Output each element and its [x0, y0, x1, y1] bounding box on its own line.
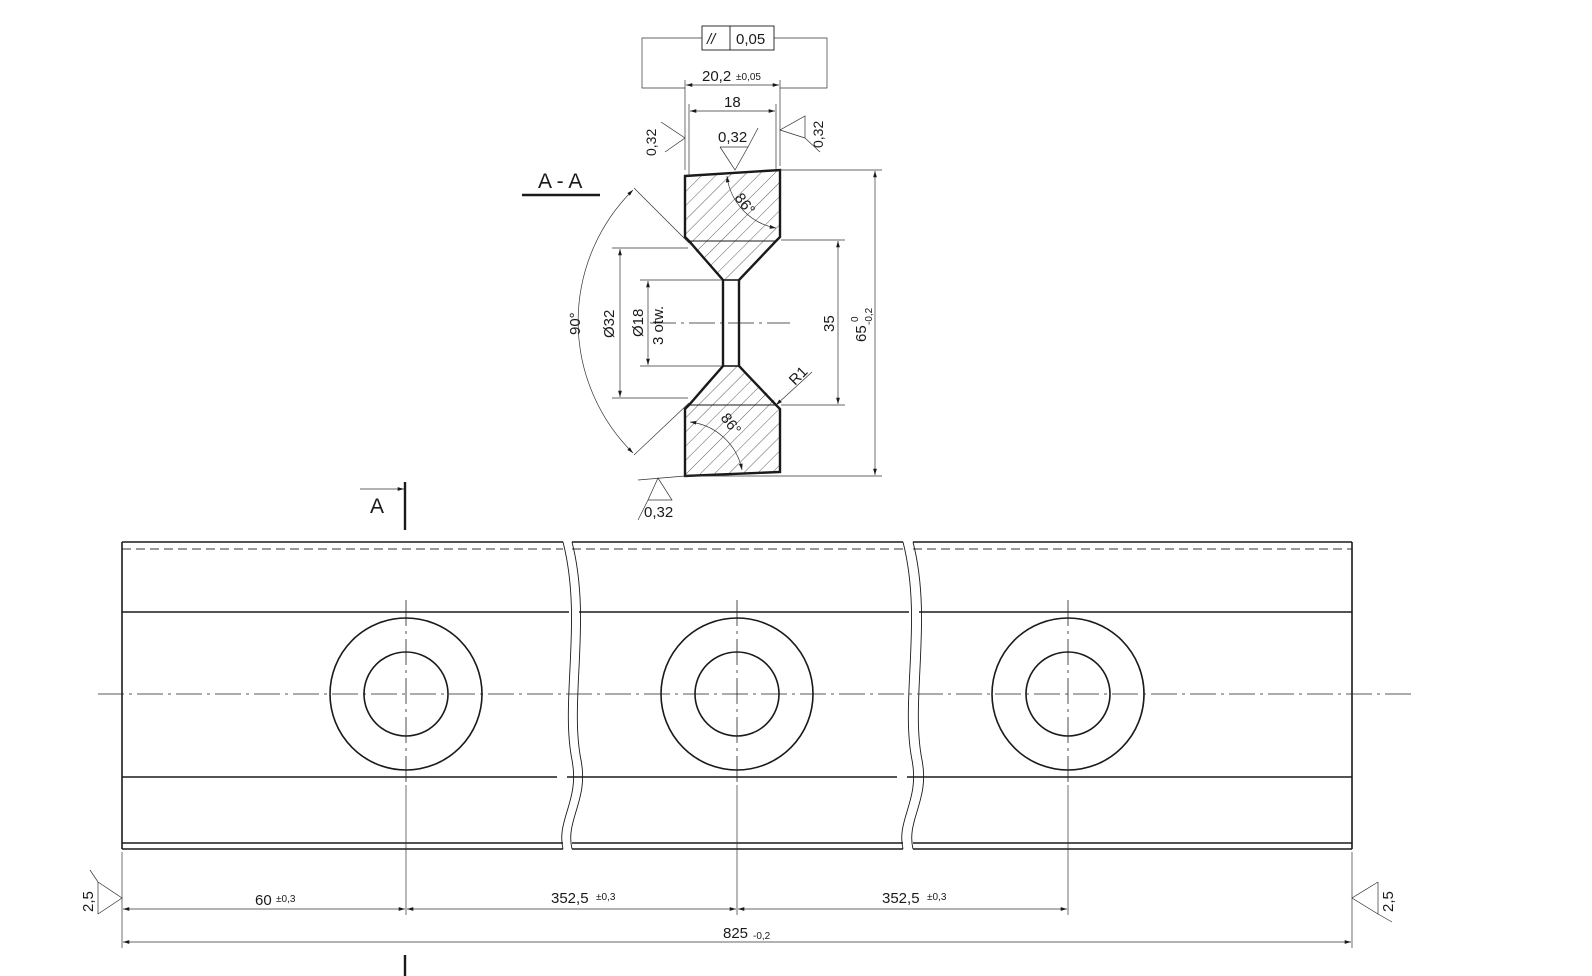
dim-dia-inner: Ø18 [630, 309, 647, 337]
dim-height-inner: 35 [821, 315, 838, 332]
dim-width-inner: 18 [724, 94, 741, 111]
roughness-symbol-plan-right: 2,5 [1351, 881, 1397, 923]
section-outline [683, 168, 782, 478]
section-hatch-area [685, 170, 780, 476]
dim-total-tol: -0,2 [753, 931, 771, 942]
dim-pitch-1: 352,5 [551, 890, 589, 907]
svg-text:0,32: 0,32 [644, 504, 673, 521]
dim-width-top: 20,2 [702, 68, 731, 85]
hole-3 [991, 600, 1145, 785]
parallelism-tolerance: 0,05 [736, 31, 765, 48]
dim-pitch-2-tol: ±0,3 [927, 892, 947, 903]
plan-view: A [80, 482, 1414, 976]
dim-total: 825 [723, 925, 748, 942]
section-mark-label: A [370, 495, 384, 518]
dim-pitch-1-tol: ±0,3 [596, 892, 616, 903]
break-line-2b [911, 541, 925, 850]
section-view-a-a: A - A // 0,05 20,2 ±0,05 [522, 25, 882, 521]
svg-text:0,32: 0,32 [718, 129, 747, 146]
dim-height-total: 65 [853, 325, 870, 342]
section-cut-mark: A [360, 482, 407, 976]
rail-body [121, 541, 1353, 850]
parallelism-symbol: // [706, 31, 717, 48]
roughness-symbol-top: 0,32 [718, 127, 759, 171]
break-line-1a [561, 541, 575, 850]
roughness-symbol-bottom: 0,32 [637, 475, 686, 521]
hole-1 [329, 600, 483, 785]
angle-left: 90° [567, 312, 584, 335]
dim-radius: R1 [786, 363, 812, 389]
svg-text:0,32: 0,32 [643, 129, 659, 156]
dim-height-total-lower: -0,2 [864, 307, 875, 325]
roughness-symbol-right: 0,32 [779, 115, 826, 153]
hole-2 [660, 600, 814, 785]
svg-text:0,32: 0,32 [810, 121, 826, 148]
roughness-symbol-left: 0,32 [643, 121, 686, 156]
dim-first-tol: ±0,3 [276, 894, 296, 905]
dim-height-total-upper: 0 [850, 316, 861, 322]
svg-text:2,5: 2,5 [1380, 891, 1397, 912]
holes-count: 3 otw. [650, 306, 667, 345]
dim-dia-outer: Ø32 [601, 310, 618, 338]
dim-pitch-2: 352,5 [882, 890, 920, 907]
dim-first: 60 [255, 892, 272, 909]
break-line-2a [901, 541, 915, 850]
roughness-symbol-plan-left: 2,5 [80, 869, 123, 915]
svg-text:2,5: 2,5 [80, 891, 97, 912]
section-title: A - A [538, 170, 582, 193]
dim-width-top-tol: ±0,05 [736, 72, 761, 83]
parallelism-frame: // 0,05 [641, 25, 828, 89]
break-line-1b [570, 541, 584, 850]
